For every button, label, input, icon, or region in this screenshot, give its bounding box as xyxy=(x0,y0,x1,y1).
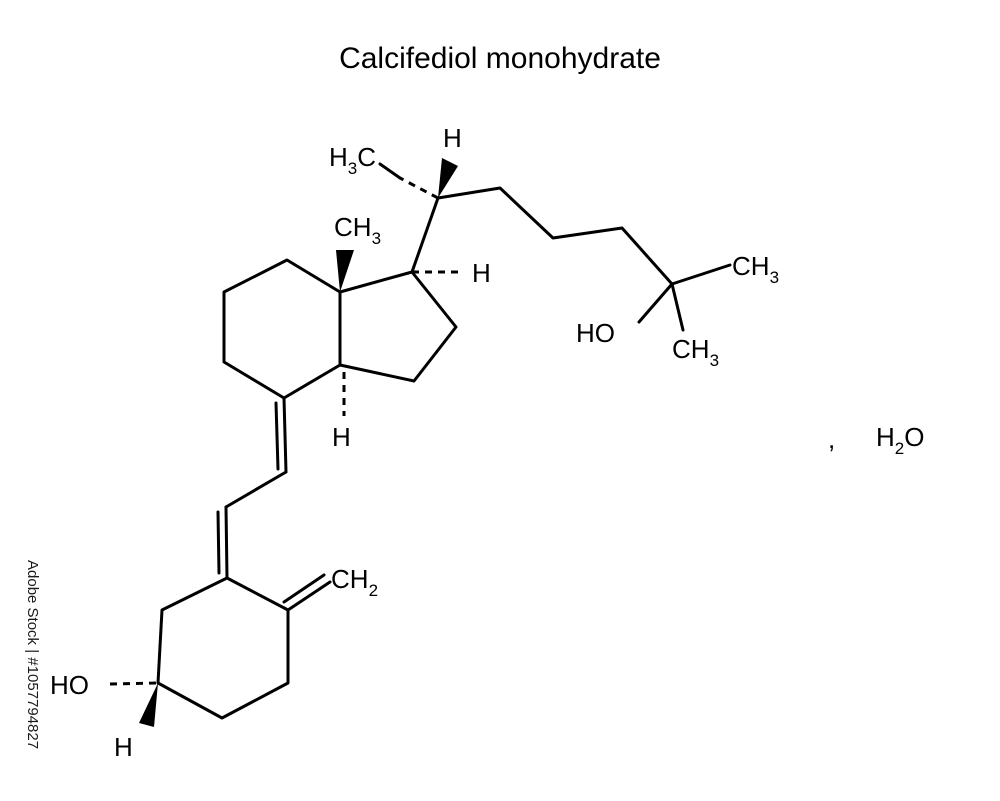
h-top-label: H xyxy=(443,123,462,153)
ch3-right-label: CH3 xyxy=(732,251,779,287)
bond-skeleton xyxy=(156,162,732,720)
ch2-label: CH2 xyxy=(331,564,378,600)
ch3-methyl-label: CH3 xyxy=(334,212,381,248)
hashed-bond-c20 xyxy=(399,176,439,200)
figure-title: Calcifediol monohydrate xyxy=(339,42,661,75)
h-c3-label: H xyxy=(114,732,133,762)
wedge-bond-methyl xyxy=(336,250,354,292)
hashed-bond-ho3 xyxy=(109,681,159,686)
wedge-bond-h3 xyxy=(139,683,158,727)
ho-sidechain-label: HO xyxy=(576,318,615,348)
wedge-bond-h20 xyxy=(438,158,458,198)
stock-id-watermark: Adobe Stock | #1057794827 xyxy=(24,560,41,749)
ch3-lower-label: CH3 xyxy=(672,334,719,370)
comma-separator: , xyxy=(828,424,835,454)
stereo-bonds xyxy=(109,158,462,727)
water-formula: H2O xyxy=(876,422,924,458)
ho-ring-label: HO xyxy=(50,670,89,700)
h3c-label: H3C xyxy=(329,142,376,178)
h-c14-label: H xyxy=(332,422,351,452)
h-c17-label: H xyxy=(472,258,491,288)
